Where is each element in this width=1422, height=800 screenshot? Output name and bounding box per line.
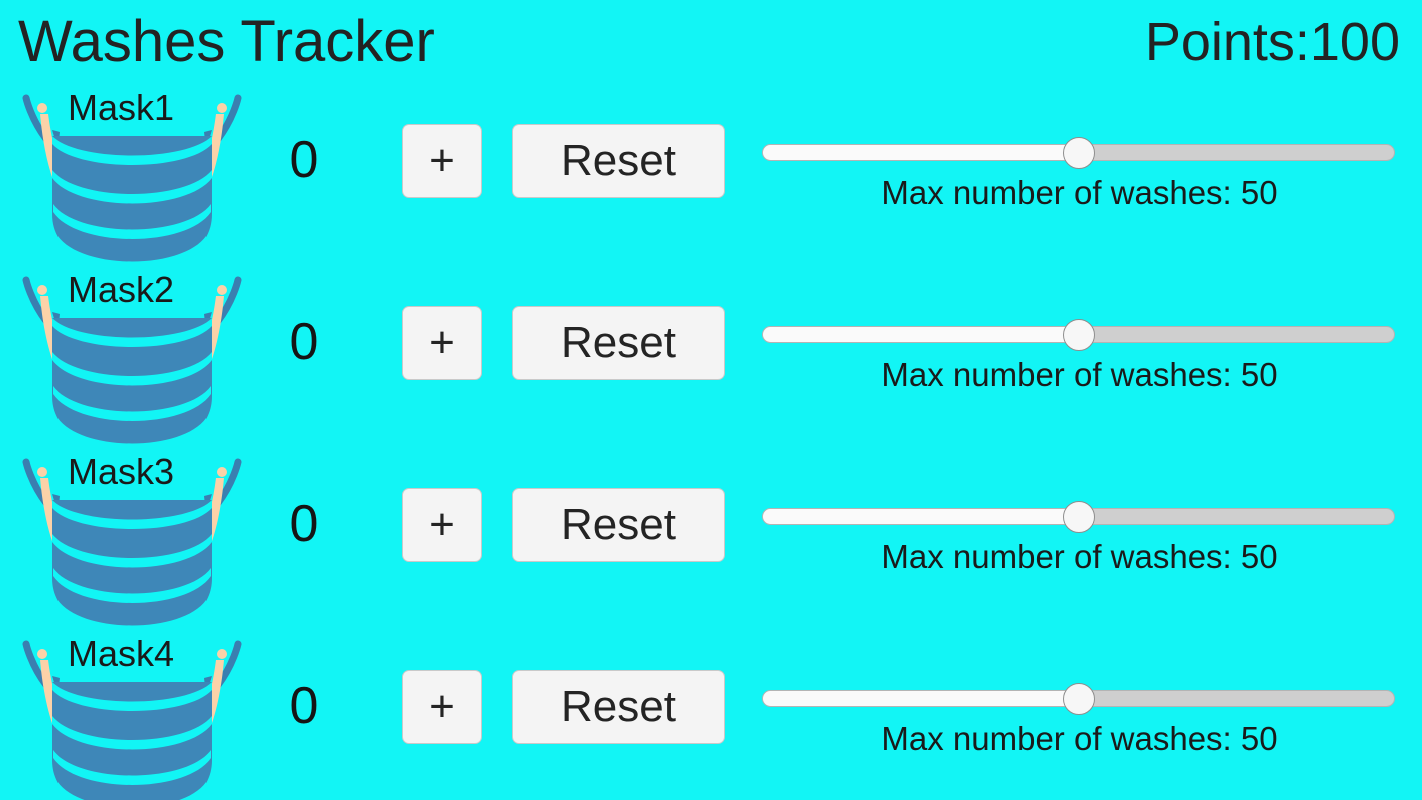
slider-fill: [763, 691, 1079, 706]
face-mask-icon: [22, 94, 242, 264]
mask-cell: Mask2: [8, 264, 256, 446]
face-mask-icon: [22, 640, 242, 800]
max-washes-slider-group: Max number of washes: 50: [752, 466, 1407, 606]
max-washes-slider-group: Max number of washes: 50: [752, 648, 1407, 788]
mask-row: Mask4 0 + Reset Max number of washes: 50: [0, 628, 1422, 800]
slider-thumb[interactable]: [1062, 500, 1095, 533]
mask-name-label: Mask2: [68, 269, 175, 310]
mask-list: Mask1 0 + Reset Max number of washes: 50: [0, 82, 1422, 800]
reset-button[interactable]: Reset: [512, 670, 725, 744]
increment-button[interactable]: +: [402, 670, 482, 744]
points-display: Points:100: [1144, 12, 1400, 72]
increment-button[interactable]: +: [402, 306, 482, 380]
slider-thumb[interactable]: [1062, 318, 1095, 351]
wash-count: 0: [289, 131, 319, 189]
mask-row: Mask2 0 + Reset Max number of washes: 50: [0, 264, 1422, 446]
max-washes-label: Max number of washes: 50: [881, 174, 1278, 211]
max-washes-slider-group: Max number of washes: 50: [752, 102, 1407, 242]
reset-button[interactable]: Reset: [512, 124, 725, 198]
mask-name-label: Mask1: [68, 87, 175, 128]
slider-fill: [763, 327, 1079, 342]
page-title: Washes Tracker: [18, 9, 435, 74]
max-washes-slider-group: Max number of washes: 50: [752, 284, 1407, 424]
increment-button[interactable]: +: [402, 488, 482, 562]
max-washes-label: Max number of washes: 50: [881, 538, 1278, 575]
app-header: Washes Tracker Points:100: [0, 0, 1422, 82]
max-washes-label: Max number of washes: 50: [881, 356, 1278, 393]
slider-fill: [763, 145, 1079, 160]
max-washes-slider[interactable]: [762, 136, 1395, 169]
mask-name-label: Mask3: [68, 451, 175, 492]
mask-row: Mask3 0 + Reset Max number of washes: 50: [0, 446, 1422, 628]
reset-button[interactable]: Reset: [512, 306, 725, 380]
face-mask-icon: [22, 458, 242, 628]
face-mask-icon: [22, 276, 242, 446]
wash-count: 0: [289, 677, 319, 735]
slider-fill: [763, 509, 1079, 524]
wash-count: 0: [289, 495, 319, 553]
max-washes-label: Max number of washes: 50: [881, 720, 1278, 757]
wash-count: 0: [289, 313, 319, 371]
max-washes-slider[interactable]: [762, 682, 1395, 715]
slider-thumb[interactable]: [1062, 136, 1095, 169]
increment-button[interactable]: +: [402, 124, 482, 198]
mask-name-label: Mask4: [68, 633, 175, 674]
mask-cell: Mask3: [8, 446, 256, 628]
max-washes-slider[interactable]: [762, 318, 1395, 351]
mask-row: Mask1 0 + Reset Max number of washes: 50: [0, 82, 1422, 264]
reset-button[interactable]: Reset: [512, 488, 725, 562]
slider-thumb[interactable]: [1062, 682, 1095, 715]
max-washes-slider[interactable]: [762, 500, 1395, 533]
mask-cell: Mask4: [8, 628, 256, 800]
mask-cell: Mask1: [8, 82, 256, 264]
